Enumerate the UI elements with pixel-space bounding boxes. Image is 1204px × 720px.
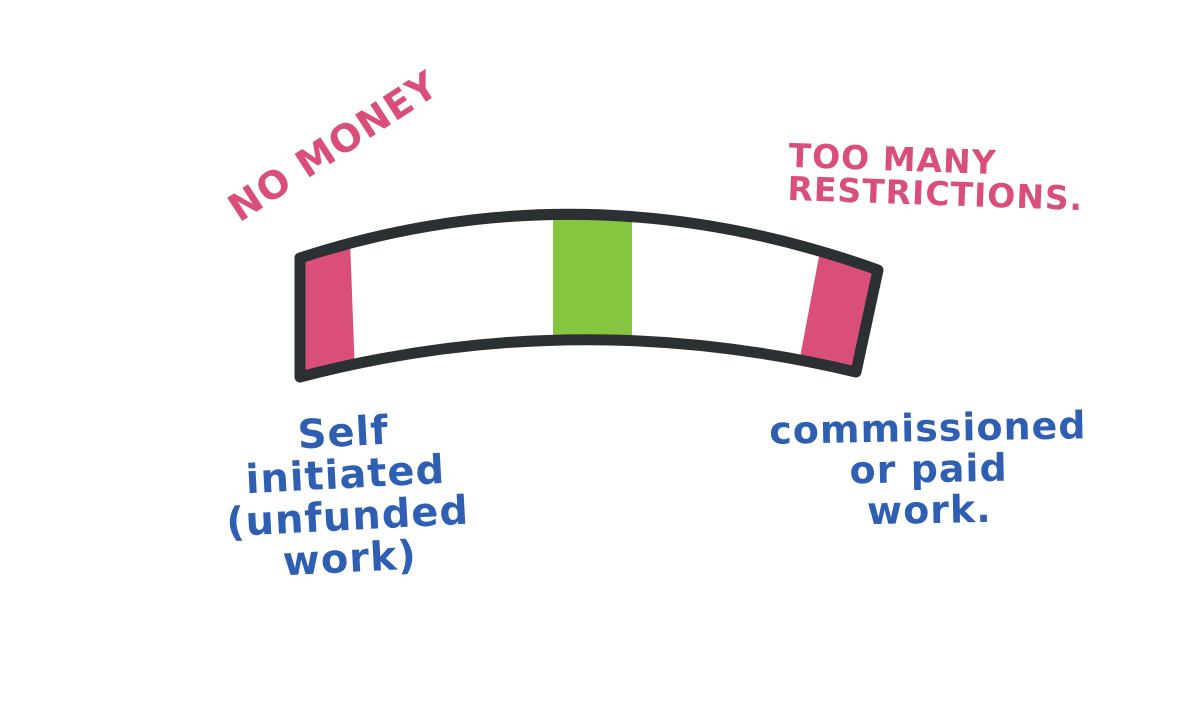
spectrum-band-outline — [294, 208, 884, 383]
commissioned-label: commissioned or paid work. — [768, 403, 1087, 534]
too-many-restrictions-label: TOO MANY RESTRICTIONS. — [786, 135, 1084, 219]
self-initiated-label: Self initiated (unfunded work) — [225, 407, 471, 586]
center-green-zone — [553, 214, 632, 340]
left-pink-zone — [300, 240, 356, 377]
